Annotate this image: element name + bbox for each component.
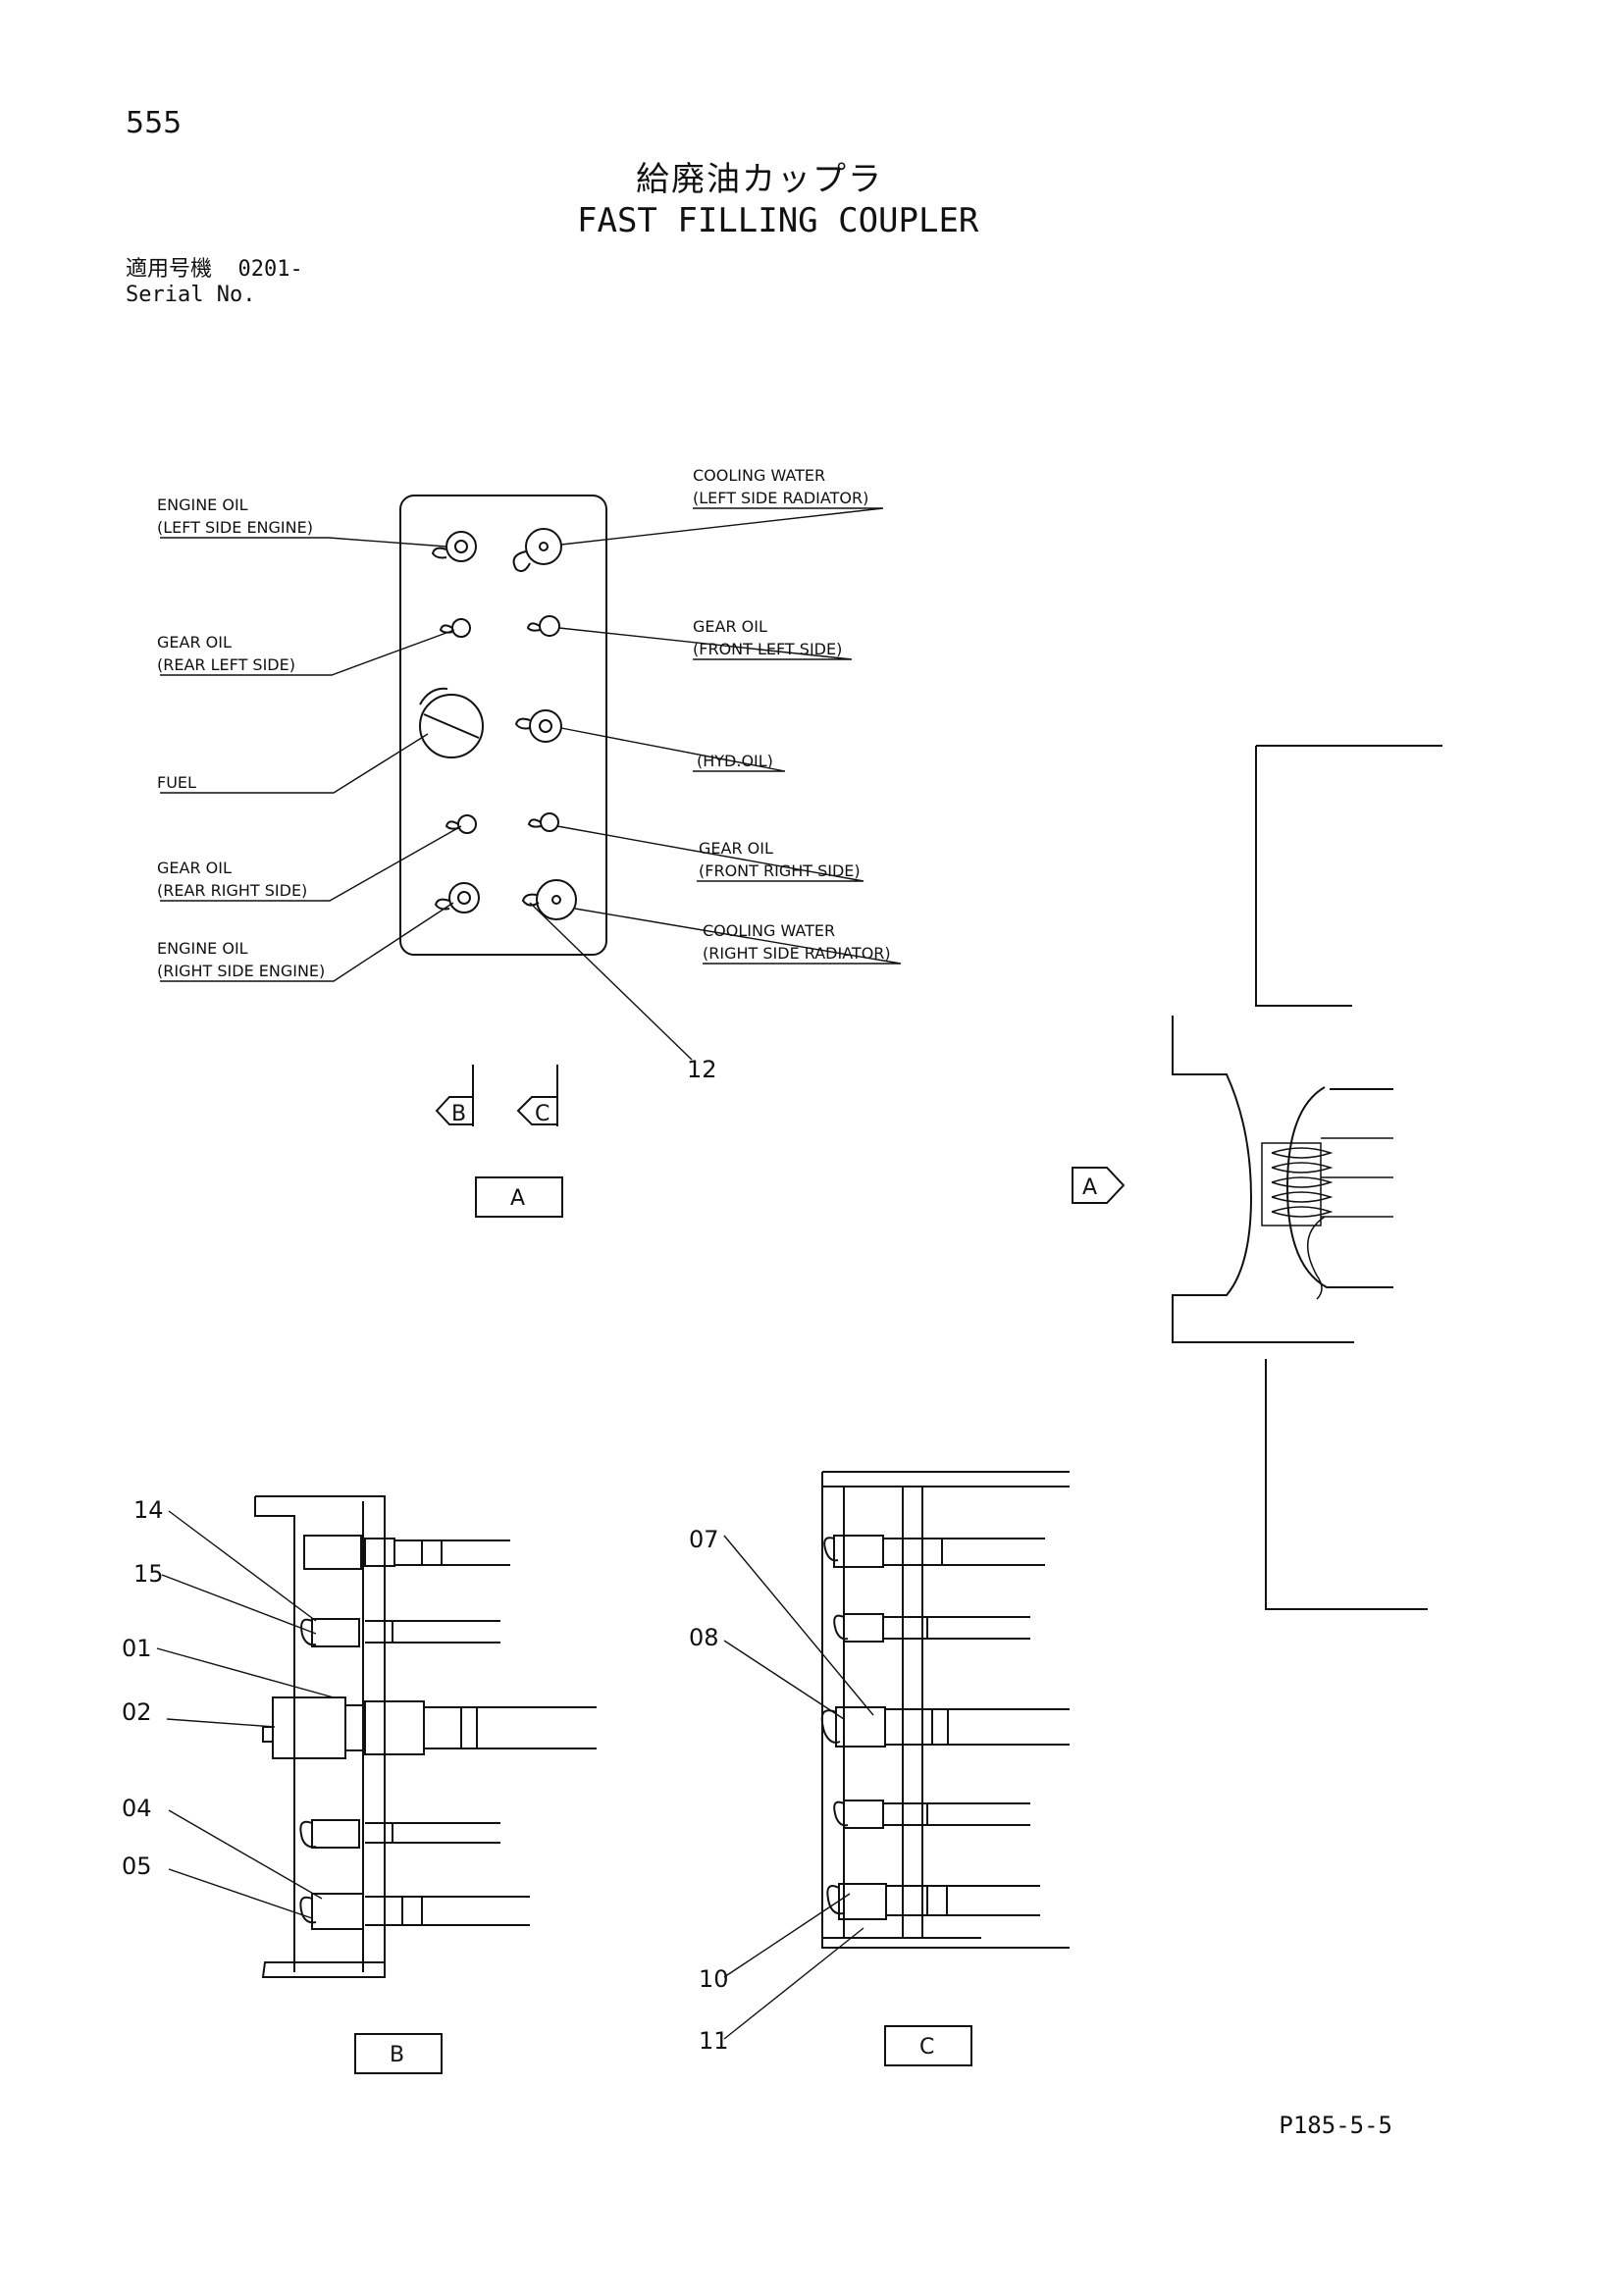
view-arrow-a-letter: A — [1082, 1175, 1097, 1200]
page-code: P185-5-5 — [1279, 2112, 1392, 2139]
label-engine-oil-right-1: ENGINE OIL — [157, 939, 248, 958]
label-gear-oil-rear-right-1: GEAR OIL — [157, 859, 232, 877]
view-b: 14 15 01 02 04 05 B — [122, 1495, 597, 2074]
part-15-label: 15 — [133, 1560, 164, 1588]
view-arrow-c-letter: C — [535, 1102, 550, 1126]
serial-block: 適用号機 0201- Serial No. — [126, 257, 303, 308]
view-b-coupler-row4 — [299, 1819, 500, 1849]
label-gear-oil-front-right-1: GEAR OIL — [699, 839, 773, 858]
label-engine-oil-left-2: (LEFT SIDE ENGINE) — [157, 518, 313, 537]
label-cooling-right-1: COOLING WATER — [703, 921, 835, 940]
view-b-coupler-row2 — [300, 1618, 500, 1647]
view-a-box — [475, 1176, 563, 1218]
label-cooling-right-2: (RIGHT SIDE RADIATOR) — [703, 944, 891, 963]
engine-hose-coil — [1261, 1137, 1393, 1300]
coupler-gear-oil-front-left — [526, 615, 560, 637]
title-japanese: 給廃油カップラ — [636, 160, 883, 199]
leader-lines-b — [156, 1510, 335, 1919]
serial-label-en: Serial No. — [126, 283, 256, 307]
view-c-coupler-row4 — [833, 1800, 1030, 1829]
coupler-cooling-water-left — [512, 528, 562, 572]
label-gear-oil-rear-left-1: GEAR OIL — [157, 633, 232, 652]
label-fuel: FUEL — [157, 773, 196, 792]
view-c-coupler-hyd — [820, 1706, 1070, 1748]
view-b-coupler-row5 — [299, 1893, 530, 1930]
part-10-label: 10 — [699, 1965, 729, 1993]
coupler-engine-oil-right — [434, 882, 480, 913]
view-a-label: A — [510, 1186, 525, 1211]
view-c: 07 08 10 11 C — [689, 1471, 1070, 2066]
panel-a-plate — [399, 495, 607, 956]
part-14-label: 14 — [133, 1496, 164, 1524]
coupler-hyd-oil — [514, 709, 562, 743]
coupler-cooling-water-right — [521, 879, 577, 920]
view-b-box — [354, 2033, 443, 2074]
coupler-gear-oil-rear-right — [445, 814, 477, 834]
view-arrow-a: A — [1072, 1167, 1126, 1204]
leader-lines-a — [160, 507, 902, 1061]
part-02-label: 02 — [122, 1698, 152, 1726]
view-c-coupler-row5 — [826, 1883, 1040, 1920]
view-arrow-c: C — [516, 1065, 558, 1126]
panel-a: ENGINE OIL (LEFT SIDE ENGINE) GEAR OIL (… — [157, 466, 902, 1218]
label-gear-oil-rear-right-2: (REAR RIGHT SIDE) — [157, 881, 307, 900]
label-engine-oil-left-1: ENGINE OIL — [157, 496, 248, 514]
label-hyd-oil: (HYD.OIL) — [697, 752, 773, 770]
page-number: 555 — [126, 106, 183, 140]
label-cooling-left-2: (LEFT SIDE RADIATOR) — [693, 489, 868, 507]
view-c-coupler-row2 — [833, 1613, 1030, 1643]
part-11-label: 11 — [699, 2027, 729, 2055]
view-b-coupler-fuel — [262, 1696, 597, 1759]
machine-side-view: A — [1072, 745, 1442, 1610]
view-c-label: C — [919, 2035, 934, 2060]
view-b-coupler-row1 — [303, 1535, 510, 1570]
label-gear-oil-front-right-2: (FRONT RIGHT SIDE) — [699, 861, 861, 880]
view-b-label: B — [390, 2043, 404, 2067]
view-c-box — [884, 2025, 972, 2066]
view-arrow-b: B — [435, 1065, 474, 1126]
title-english: FAST FILLING COUPLER — [577, 201, 979, 240]
part-12-label: 12 — [687, 1056, 717, 1083]
coupler-gear-oil-front-right — [527, 812, 559, 832]
label-gear-oil-front-left-1: GEAR OIL — [693, 617, 767, 636]
view-c-coupler-row1 — [823, 1535, 1045, 1568]
coupler-fuel — [419, 687, 484, 758]
label-gear-oil-front-left-2: (FRONT LEFT SIDE) — [693, 640, 842, 658]
label-gear-oil-rear-left-2: (REAR LEFT SIDE) — [157, 655, 295, 674]
coupler-gear-oil-rear-left — [439, 618, 471, 638]
label-engine-oil-right-2: (RIGHT SIDE ENGINE) — [157, 962, 325, 980]
part-07-label: 07 — [689, 1526, 719, 1553]
leader-lines-c — [723, 1535, 874, 2040]
view-arrow-b-letter: B — [451, 1102, 466, 1126]
part-08-label: 08 — [689, 1624, 719, 1651]
part-01-label: 01 — [122, 1635, 152, 1662]
serial-value: 0201- — [237, 257, 303, 282]
part-05-label: 05 — [122, 1852, 152, 1880]
label-cooling-left-1: COOLING WATER — [693, 466, 825, 485]
serial-label-jp: 適用号機 — [126, 257, 213, 282]
part-04-label: 04 — [122, 1795, 152, 1822]
